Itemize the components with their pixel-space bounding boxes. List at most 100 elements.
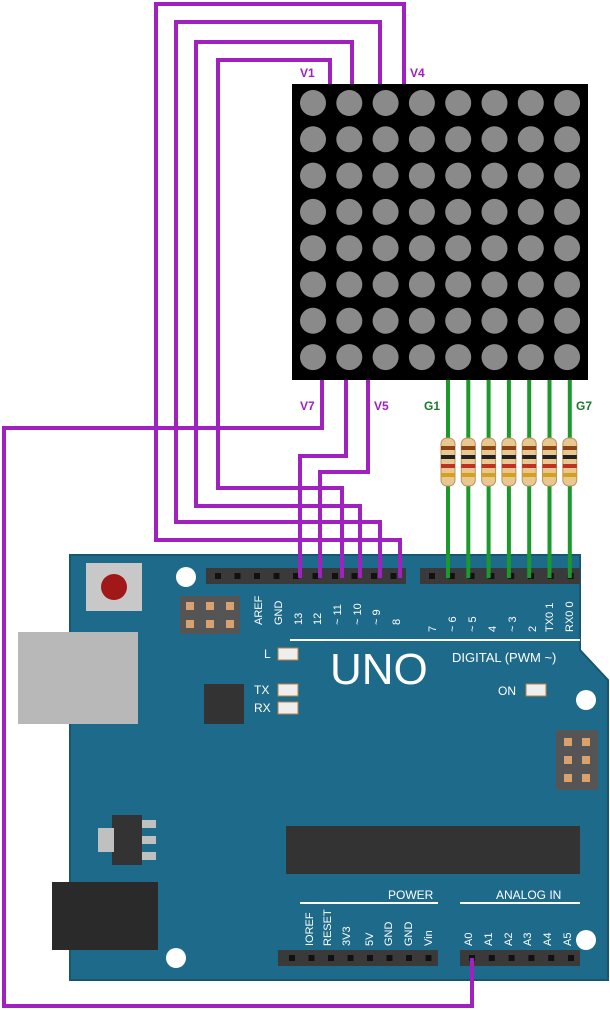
pin-label: 3V3 (341, 926, 353, 946)
usb-chip (204, 684, 244, 724)
led-dot (481, 271, 508, 298)
header-pin (406, 955, 412, 961)
led-dot (517, 344, 544, 371)
header-pin (254, 573, 260, 579)
led-dot (372, 271, 399, 298)
led-dot (554, 307, 581, 334)
led-dot (300, 271, 326, 298)
led-dot (336, 126, 363, 153)
pin-label: ~ 5 (467, 616, 479, 632)
led-dot (517, 198, 544, 225)
led-dot (372, 235, 399, 262)
pin-label: ~ 9 (371, 609, 383, 625)
l-label: L (264, 647, 271, 661)
pin-label: 5V (364, 932, 376, 946)
wire-v7 (2, 380, 474, 1008)
pin-label: Vin (423, 930, 435, 946)
header-pin (568, 955, 574, 961)
resistor (460, 437, 476, 487)
led-dot (517, 126, 544, 153)
led-dot (372, 344, 399, 371)
icsp-header (180, 596, 240, 634)
pin-label: TX0 1 (544, 603, 556, 632)
pin-label: A2 (503, 933, 515, 946)
pin-label: A4 (542, 933, 554, 946)
led-dot (300, 344, 326, 371)
led-dot (481, 126, 508, 153)
pin-label: 13 (293, 613, 305, 625)
led-dot (517, 90, 544, 116)
pin-label: IOREF (304, 912, 316, 946)
header-pin (273, 573, 280, 579)
wire-v1 (216, 58, 344, 578)
led-dot (408, 235, 435, 262)
header-pin (293, 573, 299, 579)
wire-label-v5: V5 (374, 399, 389, 413)
pin-label: A5 (562, 933, 574, 946)
header-pin (289, 955, 295, 961)
resistor (440, 437, 456, 487)
led-dot (408, 344, 435, 371)
resistor (562, 437, 578, 487)
header-pin (468, 573, 475, 579)
led-matrix (292, 84, 588, 380)
pin-label: RESET (322, 909, 334, 946)
usb-port (18, 632, 138, 724)
header-pin (234, 573, 241, 579)
wire-v4 (154, 2, 406, 578)
led-dot (445, 198, 472, 225)
led-dot (372, 198, 399, 225)
led-dot (300, 90, 326, 116)
led-dot (336, 307, 363, 334)
led-dot (408, 198, 435, 225)
led-dot (408, 271, 435, 298)
led-dot (554, 90, 581, 116)
mounting-hole (166, 948, 186, 968)
on-led (525, 683, 547, 697)
led-dot (336, 162, 363, 189)
led-dot (554, 235, 581, 262)
led-dot (445, 90, 472, 116)
pin-label: 7 (427, 626, 439, 632)
header-pin (351, 573, 358, 579)
pin-label: ~ 6 (447, 616, 459, 632)
resistor (481, 437, 497, 487)
led-dot (336, 198, 363, 225)
header-pin (429, 573, 435, 579)
pin-label: RX0 0 (564, 601, 576, 632)
pin-label: A0 (463, 933, 475, 946)
header-pin (312, 573, 319, 579)
led-dot (300, 126, 326, 153)
pin-label: AREF (253, 595, 265, 625)
wire-label-g1: G1 (424, 399, 440, 413)
header-pin (332, 573, 338, 579)
wire-label-g7: G7 (576, 399, 592, 413)
pin-label: 12 (312, 613, 324, 625)
led-dot (300, 235, 326, 262)
led-dot (517, 271, 544, 298)
pin-label: 2 (527, 626, 539, 632)
pin-label: 4 (487, 626, 499, 632)
header-pin (347, 955, 354, 961)
rx-led (277, 701, 299, 715)
header-pin (390, 573, 397, 579)
led-dot (408, 126, 435, 153)
pin-label: GND (273, 601, 285, 626)
digital-label: DIGITAL (PWM ~) (452, 650, 556, 665)
led-dot (300, 198, 326, 225)
led-dot (445, 344, 472, 371)
led-dot (554, 126, 581, 153)
header-pin (328, 955, 334, 961)
led-dot (481, 307, 508, 334)
led-dot (372, 162, 399, 189)
led-dot (372, 126, 399, 153)
power-label: POWER (388, 888, 434, 902)
icsp-header-right (556, 730, 598, 790)
wire-row-10 (194, 40, 362, 578)
header-pin (508, 955, 515, 961)
led-dot (300, 162, 326, 189)
led-dot (445, 271, 472, 298)
led-dot (554, 198, 581, 225)
